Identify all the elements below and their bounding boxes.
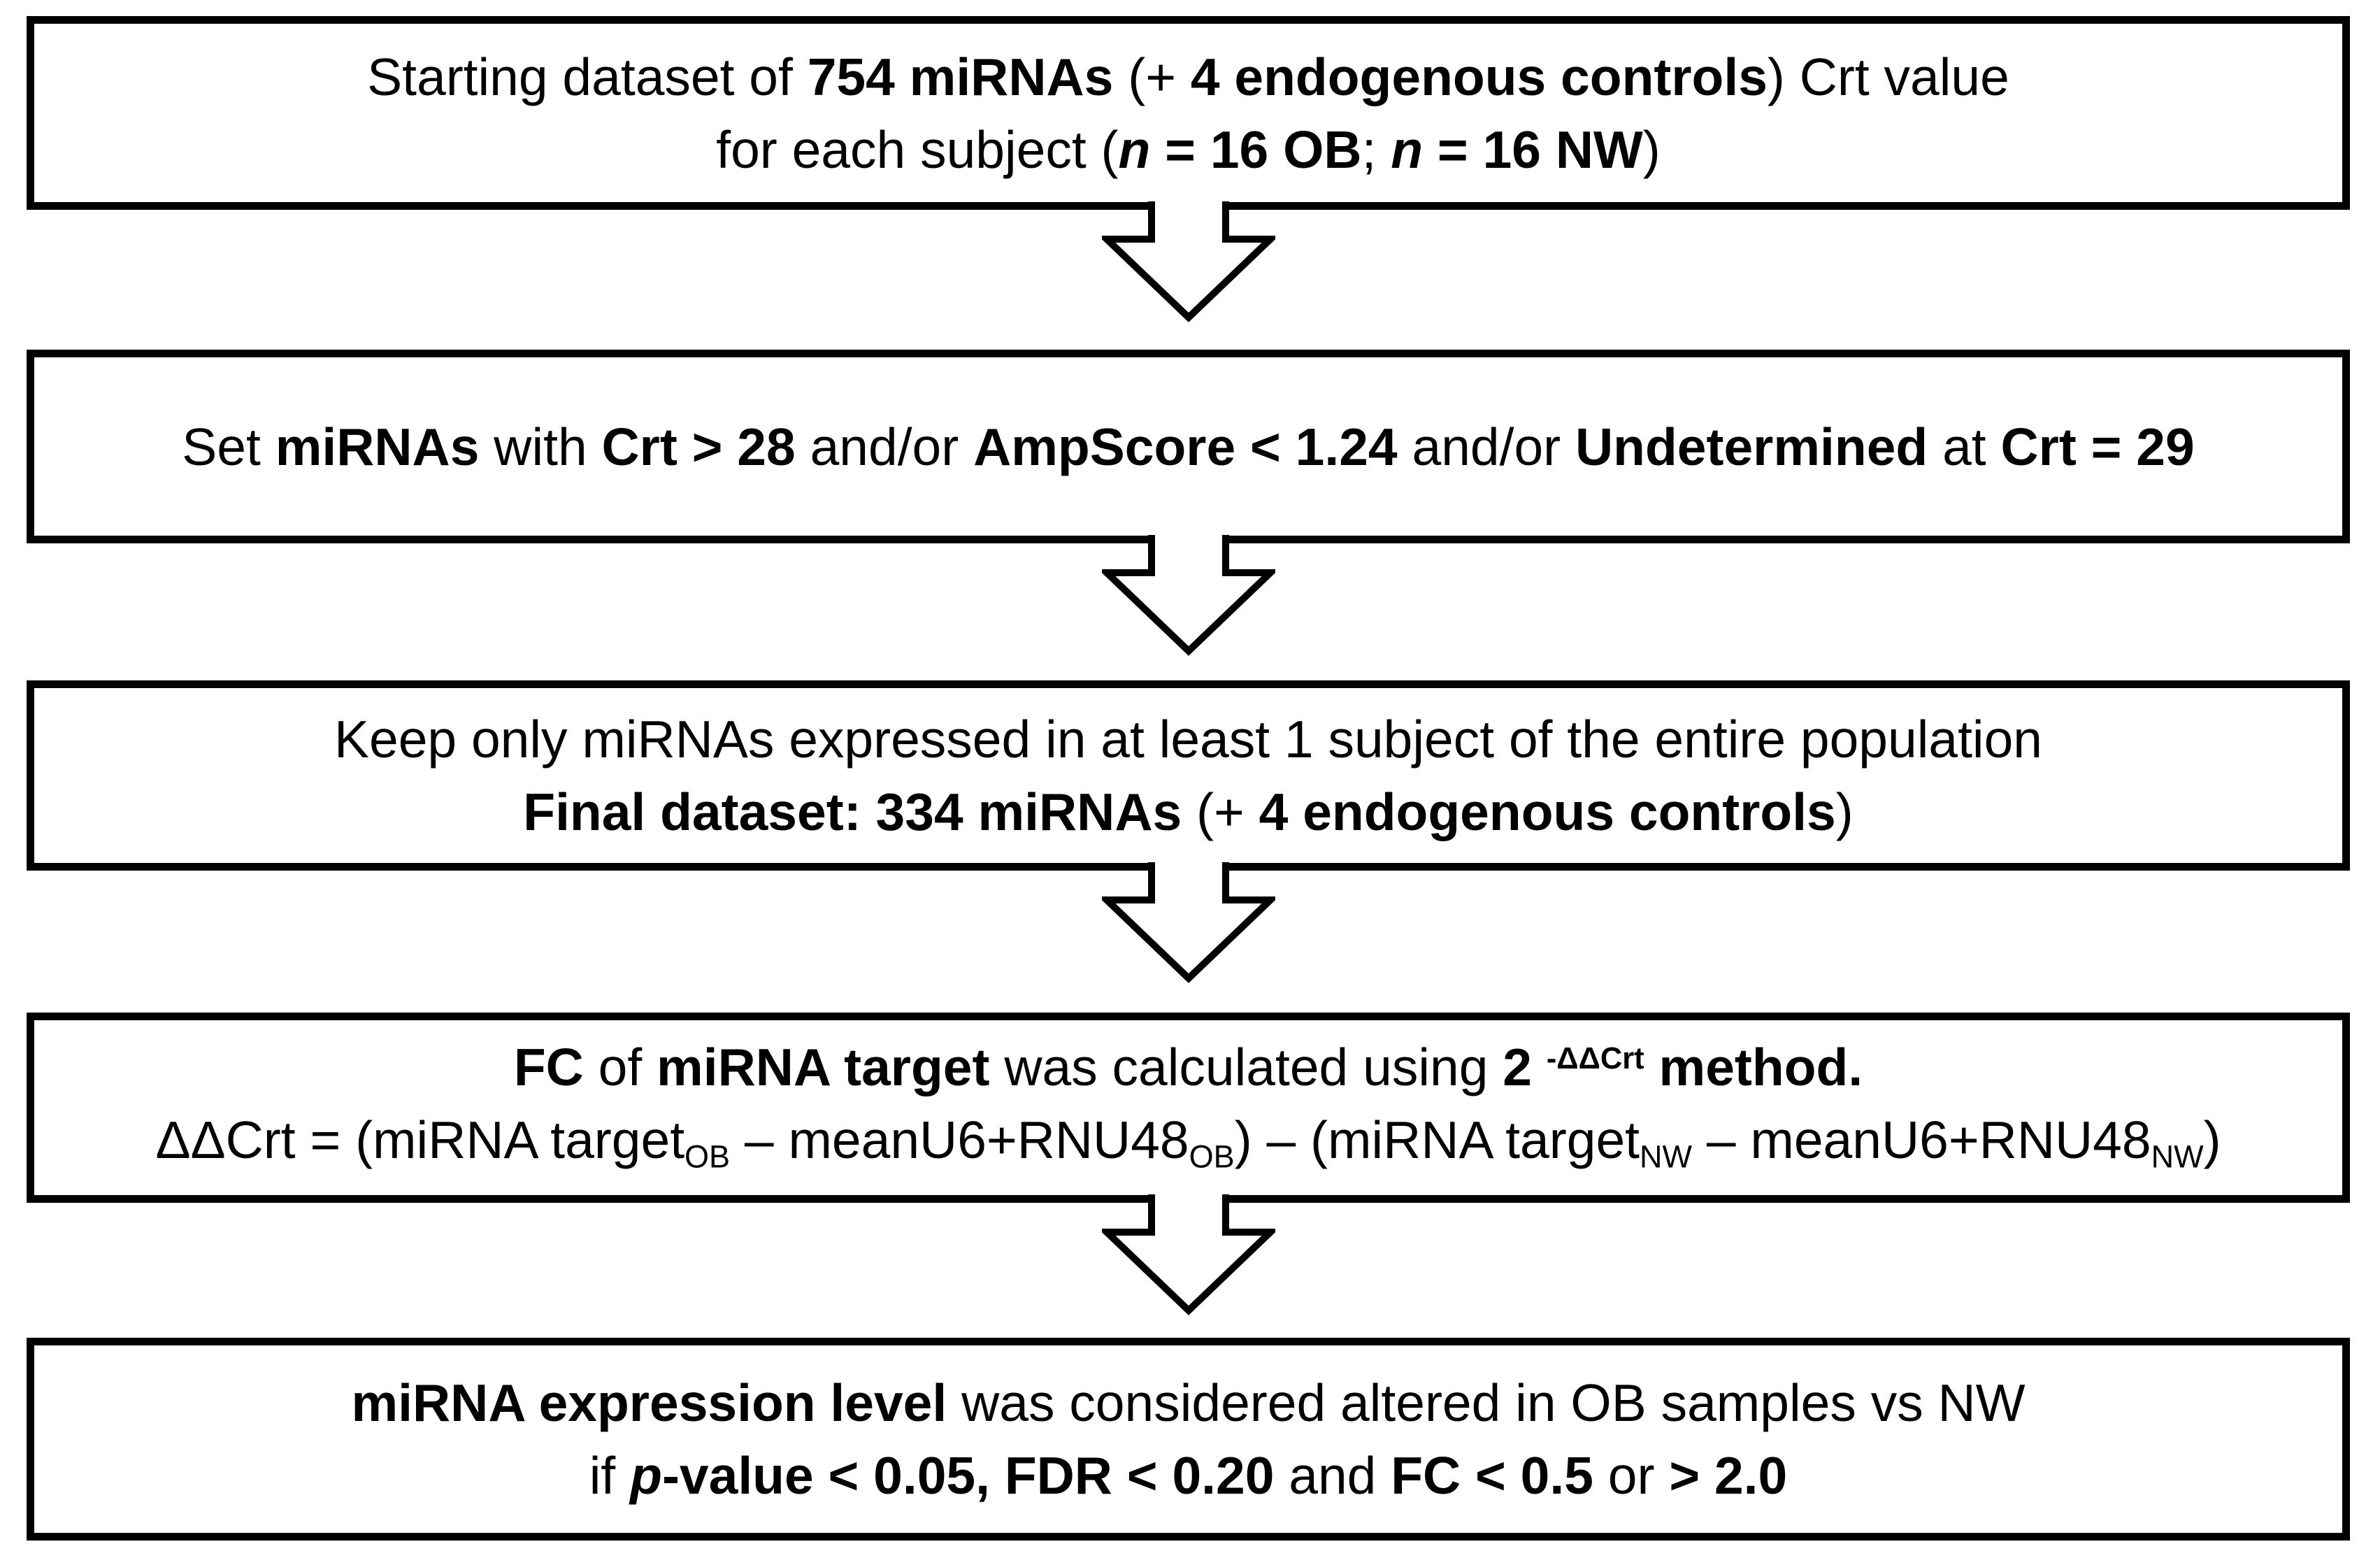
down-block-arrow-icon	[1101, 201, 1275, 322]
flow-box-starting-dataset: Starting dataset of 754 miRNAs (+ 4 endo…	[27, 16, 2350, 210]
flow-arrow-1	[27, 201, 2350, 350]
box-text-line: if p-value < 0.05, FDR < 0.20 and FC < 0…	[589, 1446, 1788, 1505]
flowchart: Starting dataset of 754 miRNAs (+ 4 endo…	[27, 16, 2350, 1541]
box-text-line: for each subject (n = 16 OB; n = 16 NW)	[716, 120, 1661, 179]
down-block-arrow-icon	[1101, 1194, 1275, 1315]
flow-arrow-3	[27, 862, 2350, 1013]
down-block-arrow-outline	[1101, 201, 1275, 322]
flow-box-fold-change: FC of miRNA target was calculated using …	[27, 1013, 2350, 1203]
flow-arrow-4	[27, 1194, 2350, 1338]
flow-box-crt-threshold: Set miRNAs with Crt > 28 and/or AmpScore…	[27, 350, 2350, 543]
down-block-arrow-icon	[1101, 535, 1275, 656]
flow-arrow-2	[27, 535, 2350, 680]
box-text-line: FC of miRNA target was calculated using …	[513, 1037, 1863, 1096]
box-text-line: Starting dataset of 754 miRNAs (+ 4 endo…	[367, 47, 2009, 106]
down-block-arrow-outline	[1101, 535, 1275, 656]
box-text-line: miRNA expression level was considered al…	[351, 1373, 2026, 1432]
down-block-arrow-outline	[1101, 862, 1275, 983]
flow-box-final-dataset: Keep only miRNAs expressed in at least 1…	[27, 680, 2350, 871]
box-text-line: Final dataset: 334 miRNAs (+ 4 endogenou…	[523, 782, 1854, 841]
flow-box-expression-criteria: miRNA expression level was considered al…	[27, 1338, 2350, 1541]
box-text-line: Set miRNAs with Crt > 28 and/or AmpScore…	[182, 417, 2195, 476]
down-block-arrow-outline	[1101, 1194, 1275, 1315]
box-text-line: ΔΔCrt = (miRNA targetOB – meanU6+RNU48OB…	[155, 1110, 2221, 1175]
down-block-arrow-icon	[1101, 862, 1275, 983]
box-text-line: Keep only miRNAs expressed in at least 1…	[334, 710, 2043, 769]
